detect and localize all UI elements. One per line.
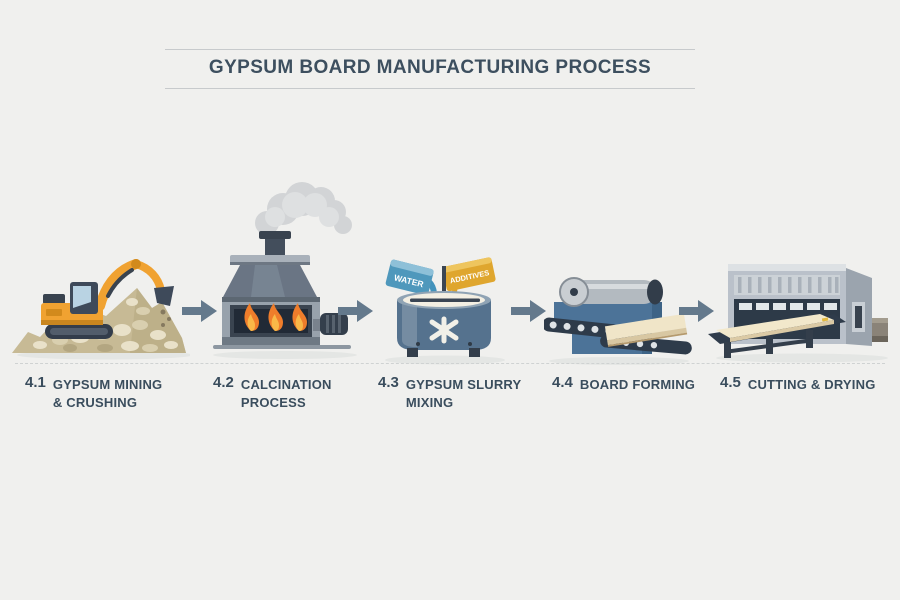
step-title: GYPSUM SLURRY MIXING (406, 374, 522, 412)
step-title-line1: CUTTING & DRYING (747, 377, 876, 392)
smoke-icon (255, 182, 352, 235)
water-container: WATER (385, 259, 434, 296)
furnace-motor (313, 313, 348, 335)
window-row (739, 303, 837, 310)
arrow-right-icon (511, 300, 546, 322)
step-label-calcination: 4.2 CALCINATION PROCESS (213, 374, 332, 412)
gypsum-board (604, 313, 688, 347)
step-title-line1: GYPSUM SLURRY (405, 377, 522, 392)
step-label-mining: 4.1 GYPSUM MINING & CRUSHING (25, 374, 162, 412)
step-title: CUTTING & DRYING (748, 374, 876, 394)
step-label-mixing: 4.3 GYPSUM SLURRY MIXING (378, 374, 521, 412)
arrow-right-icon (338, 300, 373, 322)
step-title-line2: & CRUSHING (52, 395, 138, 411)
forming-roller (559, 277, 663, 307)
step-number: 4.4 (552, 374, 573, 391)
step-title: CALCINATION PROCESS (241, 374, 332, 412)
slurry-mixer-icon: WATER ADDITIVES (385, 257, 505, 365)
step-number: 4.1 (25, 374, 46, 391)
arrow-right-icon (679, 300, 714, 322)
additives-container: ADDITIVES (442, 257, 496, 292)
step-title-line1: BOARD FORMING (579, 377, 696, 392)
agitator-star (429, 316, 459, 344)
step-number: 4.2 (213, 374, 234, 391)
step-title-line2: MIXING (405, 395, 454, 411)
title-rule-top (165, 49, 695, 50)
step-title-line1: CALCINATION (240, 377, 332, 392)
excavator (41, 259, 174, 339)
cutting-table (708, 314, 846, 358)
drying-building-icon (708, 264, 888, 363)
step-label-cutting-drying: 4.5 CUTTING & DRYING (720, 374, 876, 394)
step-title-line1: GYPSUM MINING (52, 377, 163, 392)
flames-icon (244, 303, 307, 331)
arrow-right-icon (182, 300, 217, 322)
step-title-line2: PROCESS (240, 395, 306, 411)
ground-dashed-line (15, 363, 885, 364)
step-title: BOARD FORMING (580, 374, 695, 394)
title-rule-bottom (165, 88, 695, 89)
bucket (154, 286, 174, 306)
calcination-furnace-icon (213, 182, 357, 359)
mixing-tank (397, 266, 491, 357)
excavator-mining-icon (12, 259, 190, 360)
step-title: GYPSUM MINING & CRUSHING (53, 374, 163, 412)
page-title: GYPSUM BOARD MANUFACTURING PROCESS (208, 57, 652, 78)
step-number: 4.3 (378, 374, 399, 391)
step-label-forming: 4.4 BOARD FORMING (552, 374, 695, 394)
step-number: 4.5 (720, 374, 741, 391)
forming-roller-icon (544, 277, 692, 365)
